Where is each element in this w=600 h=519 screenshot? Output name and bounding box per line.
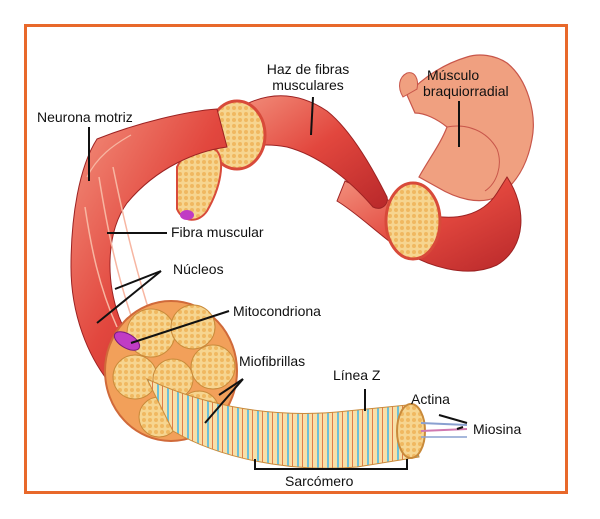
leader-lines	[88, 96, 468, 470]
muscle-fiber	[70, 108, 228, 388]
label-linea-z: Línea Z	[333, 367, 381, 383]
arm-illustration	[399, 54, 534, 202]
fiber-cross-section	[104, 300, 238, 442]
label-haz-line2: musculares	[272, 77, 344, 93]
fascicle	[176, 95, 388, 221]
label-actina: Actina	[411, 391, 450, 407]
label-musculo-braquiorradial: Músculo braquiorradial	[423, 67, 509, 99]
label-mitocondriona: Mitocondriona	[233, 303, 321, 319]
label-nucleos: Núcleos	[173, 261, 224, 277]
label-haz-line1: Haz de fibras	[266, 61, 350, 77]
label-neurona-motriz: Neurona motriz	[37, 109, 133, 125]
diagram-frame: Neurona motriz Haz de fibras musculares …	[24, 24, 568, 494]
muscle-anatomy-illustration	[70, 54, 534, 470]
label-sarcomero: Sarcómero	[285, 473, 354, 489]
label-miofibrillas: Miofibrillas	[239, 353, 306, 369]
label-miosina: Miosina	[473, 421, 522, 437]
label-musculo-line1: Músculo	[427, 67, 480, 83]
label-musculo-line2: braquiorradial	[423, 83, 509, 99]
label-fibra-muscular: Fibra muscular	[171, 224, 264, 240]
myofibril-cone	[145, 377, 468, 469]
label-haz-fibras: Haz de fibras musculares	[253, 61, 363, 93]
